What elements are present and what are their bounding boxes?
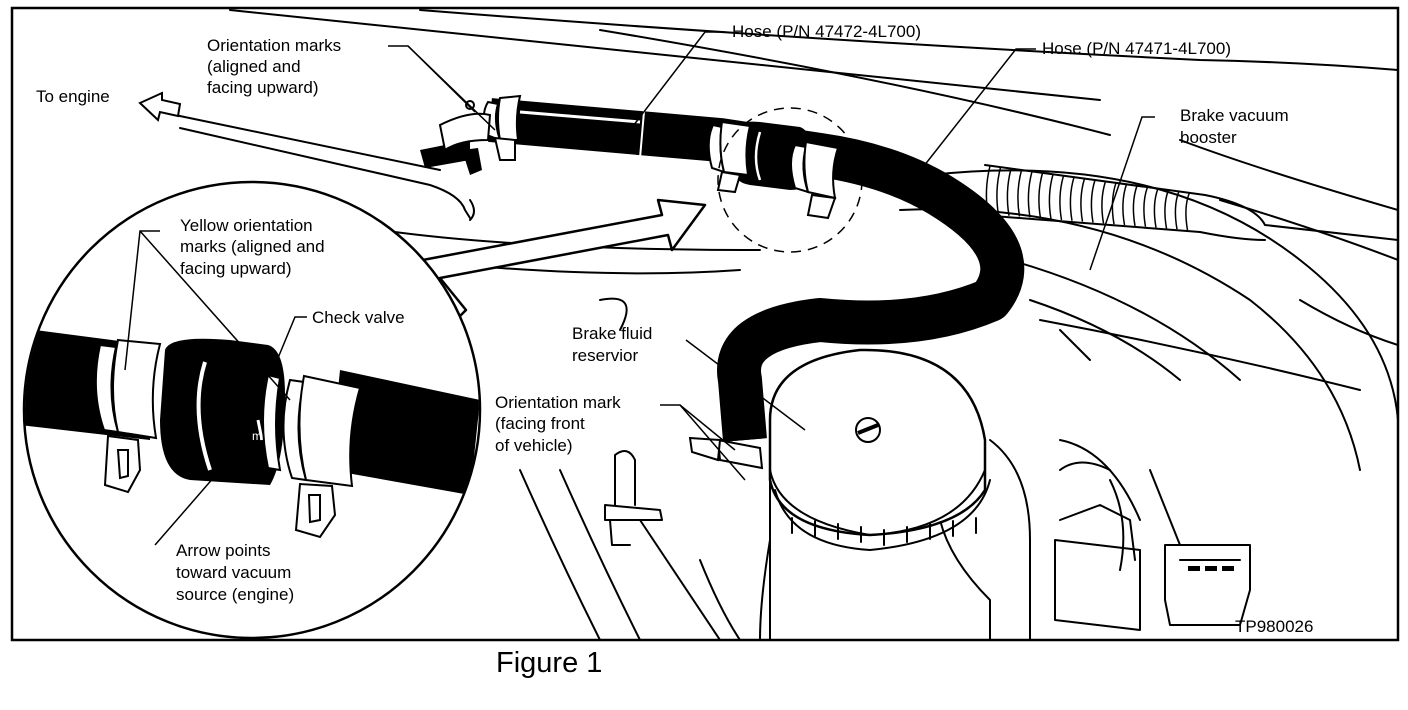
figure-caption: Figure 1 (496, 647, 602, 679)
corrugation-rib (1122, 183, 1128, 226)
inset-clamp-left (94, 338, 162, 494)
label-to-engine: To engine (36, 87, 110, 106)
brake-vacuum-booster (899, 169, 1399, 641)
label-orientation-marks-line3: facing upward) (207, 78, 319, 97)
label-orientation-marks-line1: Orientation marks (207, 36, 341, 55)
label-brake-vacuum-booster-line1: Brake vacuum (1180, 106, 1289, 125)
corrugation-rib (1101, 181, 1107, 224)
corrugation-rib (996, 167, 1002, 215)
lower-bracket (604, 450, 721, 641)
corrugation-rib (1048, 174, 1054, 220)
corrugation-rib (1174, 190, 1180, 230)
label-orientation-mark-front-line1: Orientation mark (495, 393, 621, 412)
label-brake-fluid-reservoir-line1: Brake fluid (572, 324, 652, 343)
lower-right-component (1054, 461, 1251, 631)
to-engine-arrow (138, 91, 182, 122)
label-brake-vacuum-booster-line2: booster (1180, 128, 1237, 147)
figure-id: TP980026 (1235, 617, 1313, 636)
label-orientation-mark-front-line3: of vehicle) (495, 436, 572, 455)
corrugation-rib (1153, 188, 1159, 228)
label-hose-47471: Hose (P/N 47471-4L700) (1042, 39, 1231, 58)
corrugation-rib (1185, 192, 1191, 231)
brake-fluid-reservoir (768, 348, 991, 641)
corrugation-rib (1090, 179, 1096, 223)
corrugation-rib (1059, 175, 1065, 221)
corrugation-rib (1038, 172, 1044, 219)
corrugation-rib (1164, 189, 1170, 229)
label-yellow-marks-line1: Yellow orientation (180, 216, 313, 235)
label-brake-fluid-reservoir-line2: reservior (572, 346, 638, 365)
label-yellow-marks-line3: facing upward) (180, 259, 292, 278)
label-hose-47472: Hose (P/N 47472-4L700) (732, 22, 921, 41)
label-orientation-marks-line2: (aligned and (207, 57, 301, 76)
label-yellow-marks-line2: marks (aligned and (180, 237, 325, 256)
inset-clamp-right (262, 373, 362, 539)
label-orientation-mark-front-line2: (facing front (495, 414, 585, 433)
corrugated-hose (979, 164, 1399, 241)
corrugation-rib (1080, 178, 1086, 222)
corrugation-rib (1132, 185, 1138, 227)
label-arrow-points-line1: Arrow points (176, 541, 270, 560)
inset-detail: m (22, 180, 482, 640)
corrugation-rib (1017, 170, 1023, 217)
corrugation-rib (1027, 171, 1033, 218)
svg-text:m: m (252, 429, 262, 443)
label-check-valve: Check valve (312, 308, 405, 327)
corrugation-rib (1143, 186, 1149, 227)
corrugation-rib (1069, 176, 1075, 221)
corrugation-rib (1006, 168, 1012, 216)
leader-lines (124, 31, 1155, 546)
label-arrow-points-line2: toward vacuum (176, 563, 291, 582)
detail-callout-circle (717, 107, 863, 253)
callout-labels: Hose (P/N 47472-4L700) Hose (P/N 47471-4… (36, 22, 1313, 636)
label-arrow-points-line3: source (engine) (176, 585, 294, 604)
